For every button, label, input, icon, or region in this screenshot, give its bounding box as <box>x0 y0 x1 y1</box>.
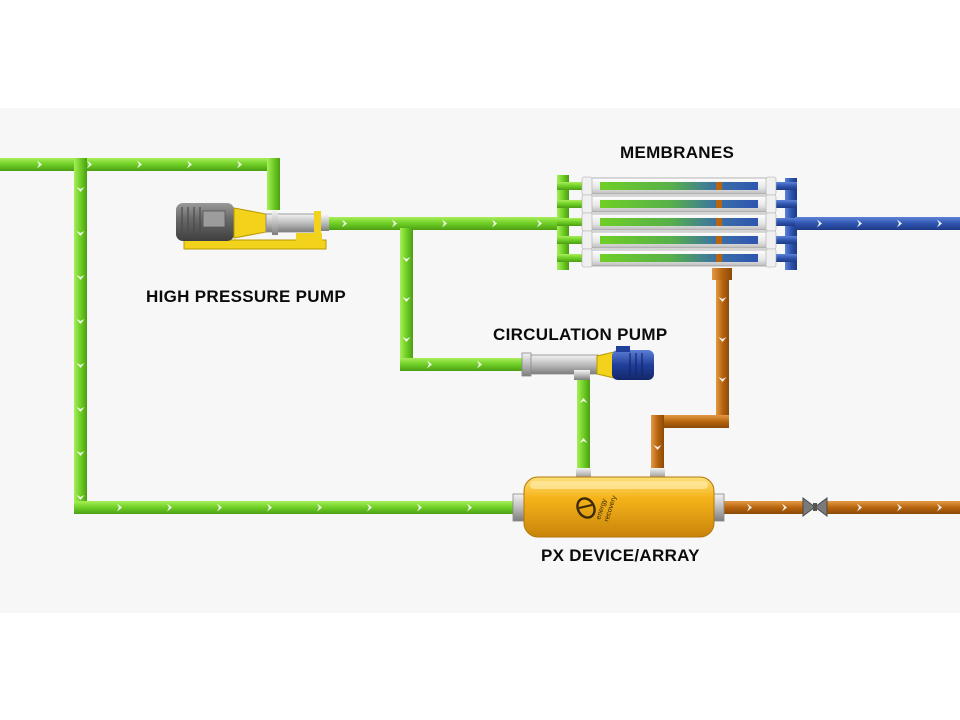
flow-arrow <box>467 503 472 512</box>
flow-arrow <box>427 360 432 369</box>
membrane-array-icon <box>581 176 777 280</box>
flow-arrow <box>402 257 411 262</box>
flow-arrow <box>718 297 727 302</box>
top-margin <box>0 0 960 108</box>
flow-arrow <box>817 219 822 228</box>
flow-arrow <box>217 503 222 512</box>
flow-arrows <box>37 160 942 512</box>
flow-arrow <box>367 503 372 512</box>
flow-arrow <box>76 319 85 324</box>
flow-arrow <box>37 160 42 169</box>
valve-icon <box>802 497 828 517</box>
flow-arrow <box>76 363 85 368</box>
flow-arrow <box>402 337 411 342</box>
flow-arrow <box>76 231 85 236</box>
flow-arrow <box>442 219 447 228</box>
flow-arrow <box>76 451 85 456</box>
high-pressure-pump-label: HIGH PRESSURE PUMP <box>146 287 346 306</box>
flow-arrow <box>782 503 787 512</box>
px-device-icon: energy recovery <box>512 468 725 538</box>
flow-arrow <box>937 503 942 512</box>
flow-arrow <box>187 160 192 169</box>
flow-arrow <box>267 503 272 512</box>
feed-water-pipes <box>0 158 590 514</box>
membrane-tube <box>581 194 777 214</box>
flow-arrow <box>857 219 862 228</box>
flow-arrow <box>237 160 242 169</box>
flow-arrow <box>718 337 727 342</box>
flow-arrow <box>937 219 942 228</box>
membrane-tube <box>581 212 777 232</box>
flow-arrow <box>76 407 85 412</box>
flow-arrow <box>897 219 902 228</box>
high-pressure-pump-icon <box>176 203 329 250</box>
flow-arrow <box>402 297 411 302</box>
flow-arrow <box>342 219 347 228</box>
circulation-pump-label: CIRCULATION PUMP <box>493 325 668 344</box>
flow-arrow <box>653 445 662 450</box>
membrane-tube <box>581 248 777 268</box>
brine-pipes <box>651 278 960 514</box>
membrane-tube <box>581 230 777 250</box>
flow-arrow <box>76 187 85 192</box>
flow-arrow <box>477 360 482 369</box>
membrane-tube <box>581 176 777 196</box>
flow-arrow <box>76 275 85 280</box>
flow-arrow <box>167 503 172 512</box>
px-device-label: PX DEVICE/ARRAY <box>541 546 700 565</box>
flow-arrow <box>857 503 862 512</box>
flow-arrow <box>537 219 542 228</box>
flow-arrow <box>579 438 588 443</box>
flow-arrow <box>137 160 142 169</box>
flow-arrow <box>897 503 902 512</box>
flow-arrow <box>392 219 397 228</box>
permeate-pipes <box>770 178 960 270</box>
flow-arrow <box>417 503 422 512</box>
flow-arrow <box>87 160 92 169</box>
flow-arrow <box>317 503 322 512</box>
flow-arrow <box>492 219 497 228</box>
membranes-label: MEMBRANES <box>620 143 735 162</box>
flow-arrow <box>718 377 727 382</box>
flow-arrow <box>117 503 122 512</box>
flow-arrow <box>76 495 85 500</box>
circulation-pump-icon <box>521 346 654 380</box>
flow-arrow <box>747 503 752 512</box>
flow-arrow <box>579 398 588 403</box>
